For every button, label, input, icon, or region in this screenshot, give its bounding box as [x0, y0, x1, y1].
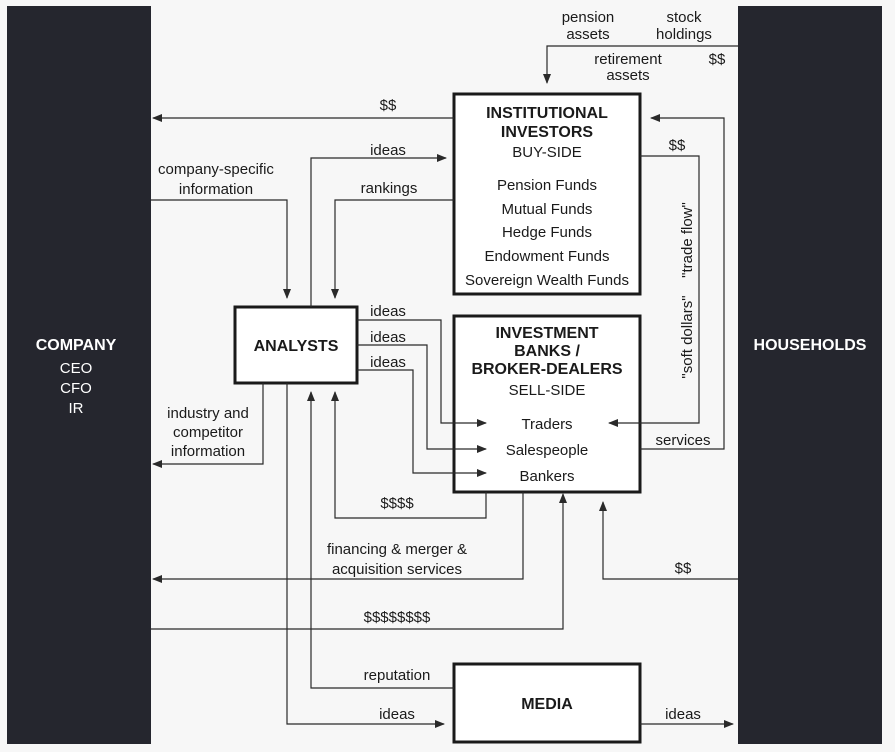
institutional-item-mutual-funds: Mutual Funds — [502, 201, 593, 218]
label-money-households-bottom: $$ — [675, 560, 692, 577]
arrow-buyside-to-traders-soft-dollars — [608, 155, 700, 427]
company-title: COMPANY — [36, 337, 117, 354]
label-financing-2: acquisition services — [332, 561, 462, 578]
label-industry-info-2: competitor — [173, 424, 243, 441]
label-industry-info-1: industry and — [167, 405, 249, 422]
label-ideas-to-media: ideas — [379, 706, 415, 723]
label-pension-assets-1: pension — [562, 9, 615, 26]
label-ideas-traders: ideas — [370, 303, 406, 320]
investment-banks-item-bankers: Bankers — [519, 468, 574, 485]
label-company-specific-info-1: company-specific — [158, 161, 274, 178]
arrow-analysts-to-traders-ideas — [357, 319, 487, 427]
arrow-bankers-to-analysts-money — [331, 391, 487, 519]
arrow-households-to-buyside — [543, 45, 738, 84]
arrow-households-to-sellside-money — [599, 501, 738, 580]
analysts-box: ANALYSTS — [233, 305, 359, 385]
arrow-analysts-to-bankers-ideas — [357, 369, 487, 477]
label-rankings: rankings — [361, 180, 418, 197]
arrow-buyside-to-analysts-rankings — [331, 199, 454, 299]
label-stock-holdings-1: stock — [666, 9, 702, 26]
label-trade-flow: "trade flow" — [679, 202, 696, 278]
company-role-cfo: CFO — [60, 380, 92, 397]
label-retirement-assets-2: assets — [606, 67, 649, 84]
institutional-title-line2: INVESTORS — [501, 124, 594, 141]
label-money-households-top: $$ — [709, 51, 726, 68]
arrow-households-to-buyside-loop — [640, 114, 725, 450]
label-ideas-bankers: ideas — [370, 354, 406, 371]
label-retirement-assets-1: retirement — [594, 51, 662, 68]
arrow-company-to-analysts-info — [151, 199, 291, 299]
label-ideas-salespeople: ideas — [370, 329, 406, 346]
label-company-specific-info-2: information — [179, 181, 253, 198]
label-money-soft-dollars: $$ — [669, 137, 686, 154]
investment-banks-box: INVESTMENT BANKS / BROKER-DEALERS SELL-S… — [452, 314, 642, 494]
label-ideas-from-media: ideas — [665, 706, 701, 723]
institutional-subtitle: BUY-SIDE — [512, 144, 581, 161]
investment-banks-item-traders: Traders — [521, 416, 572, 433]
arrow-analysts-to-salespeople-ideas — [357, 344, 487, 453]
label-soft-dollars: "soft dollars" — [679, 295, 696, 378]
households-panel: HOUSEHOLDS — [738, 6, 882, 744]
label-ideas-to-buyside: ideas — [370, 142, 406, 159]
arrow-analysts-to-buyside-ideas — [310, 154, 447, 307]
label-reputation: reputation — [364, 667, 431, 684]
institutional-item-sovereign-wealth-funds: Sovereign Wealth Funds — [465, 272, 629, 289]
investment-banks-subtitle: SELL-SIDE — [509, 382, 586, 399]
households-title: HOUSEHOLDS — [754, 337, 867, 354]
label-industry-info-3: information — [171, 443, 245, 460]
arrow-sellside-to-company-financing — [152, 492, 524, 583]
arrow-company-to-sellside-money — [151, 493, 567, 630]
arrow-analysts-to-company-industry-info — [152, 383, 264, 468]
label-money-to-company: $$ — [380, 97, 397, 114]
label-pension-assets-2: assets — [566, 26, 609, 43]
company-panel: COMPANY CEO CFO IR — [7, 6, 151, 744]
company-role-ceo: CEO — [60, 360, 93, 377]
label-money-company-to-sellside: $$$$$$$$ — [364, 609, 431, 626]
label-services: services — [655, 432, 710, 449]
investment-banks-title-line2: BANKS / — [514, 343, 580, 360]
analysts-title: ANALYSTS — [254, 338, 339, 355]
institutional-investors-box: INSTITUTIONAL INVESTORS BUY-SIDE Pension… — [452, 92, 642, 296]
investment-banks-title-line1: INVESTMENT — [495, 325, 598, 342]
label-financing-1: financing & merger & — [327, 541, 467, 558]
investment-banks-item-salespeople: Salespeople — [506, 442, 589, 459]
label-money-to-analysts: $$$$ — [380, 495, 414, 512]
institutional-item-hedge-funds: Hedge Funds — [502, 224, 592, 241]
institutional-item-endowment-funds: Endowment Funds — [484, 248, 609, 265]
institutional-item-pension-funds: Pension Funds — [497, 177, 597, 194]
label-stock-holdings-2: holdings — [656, 26, 712, 43]
media-box: MEDIA — [452, 662, 642, 744]
arrow-analysts-to-media-ideas — [286, 383, 445, 728]
company-role-ir: IR — [69, 400, 84, 417]
media-title: MEDIA — [521, 696, 573, 713]
investment-banks-title-line3: BROKER-DEALERS — [471, 361, 622, 378]
institutional-title-line1: INSTITUTIONAL — [486, 105, 608, 122]
arrow-media-to-analysts-reputation — [307, 391, 454, 689]
